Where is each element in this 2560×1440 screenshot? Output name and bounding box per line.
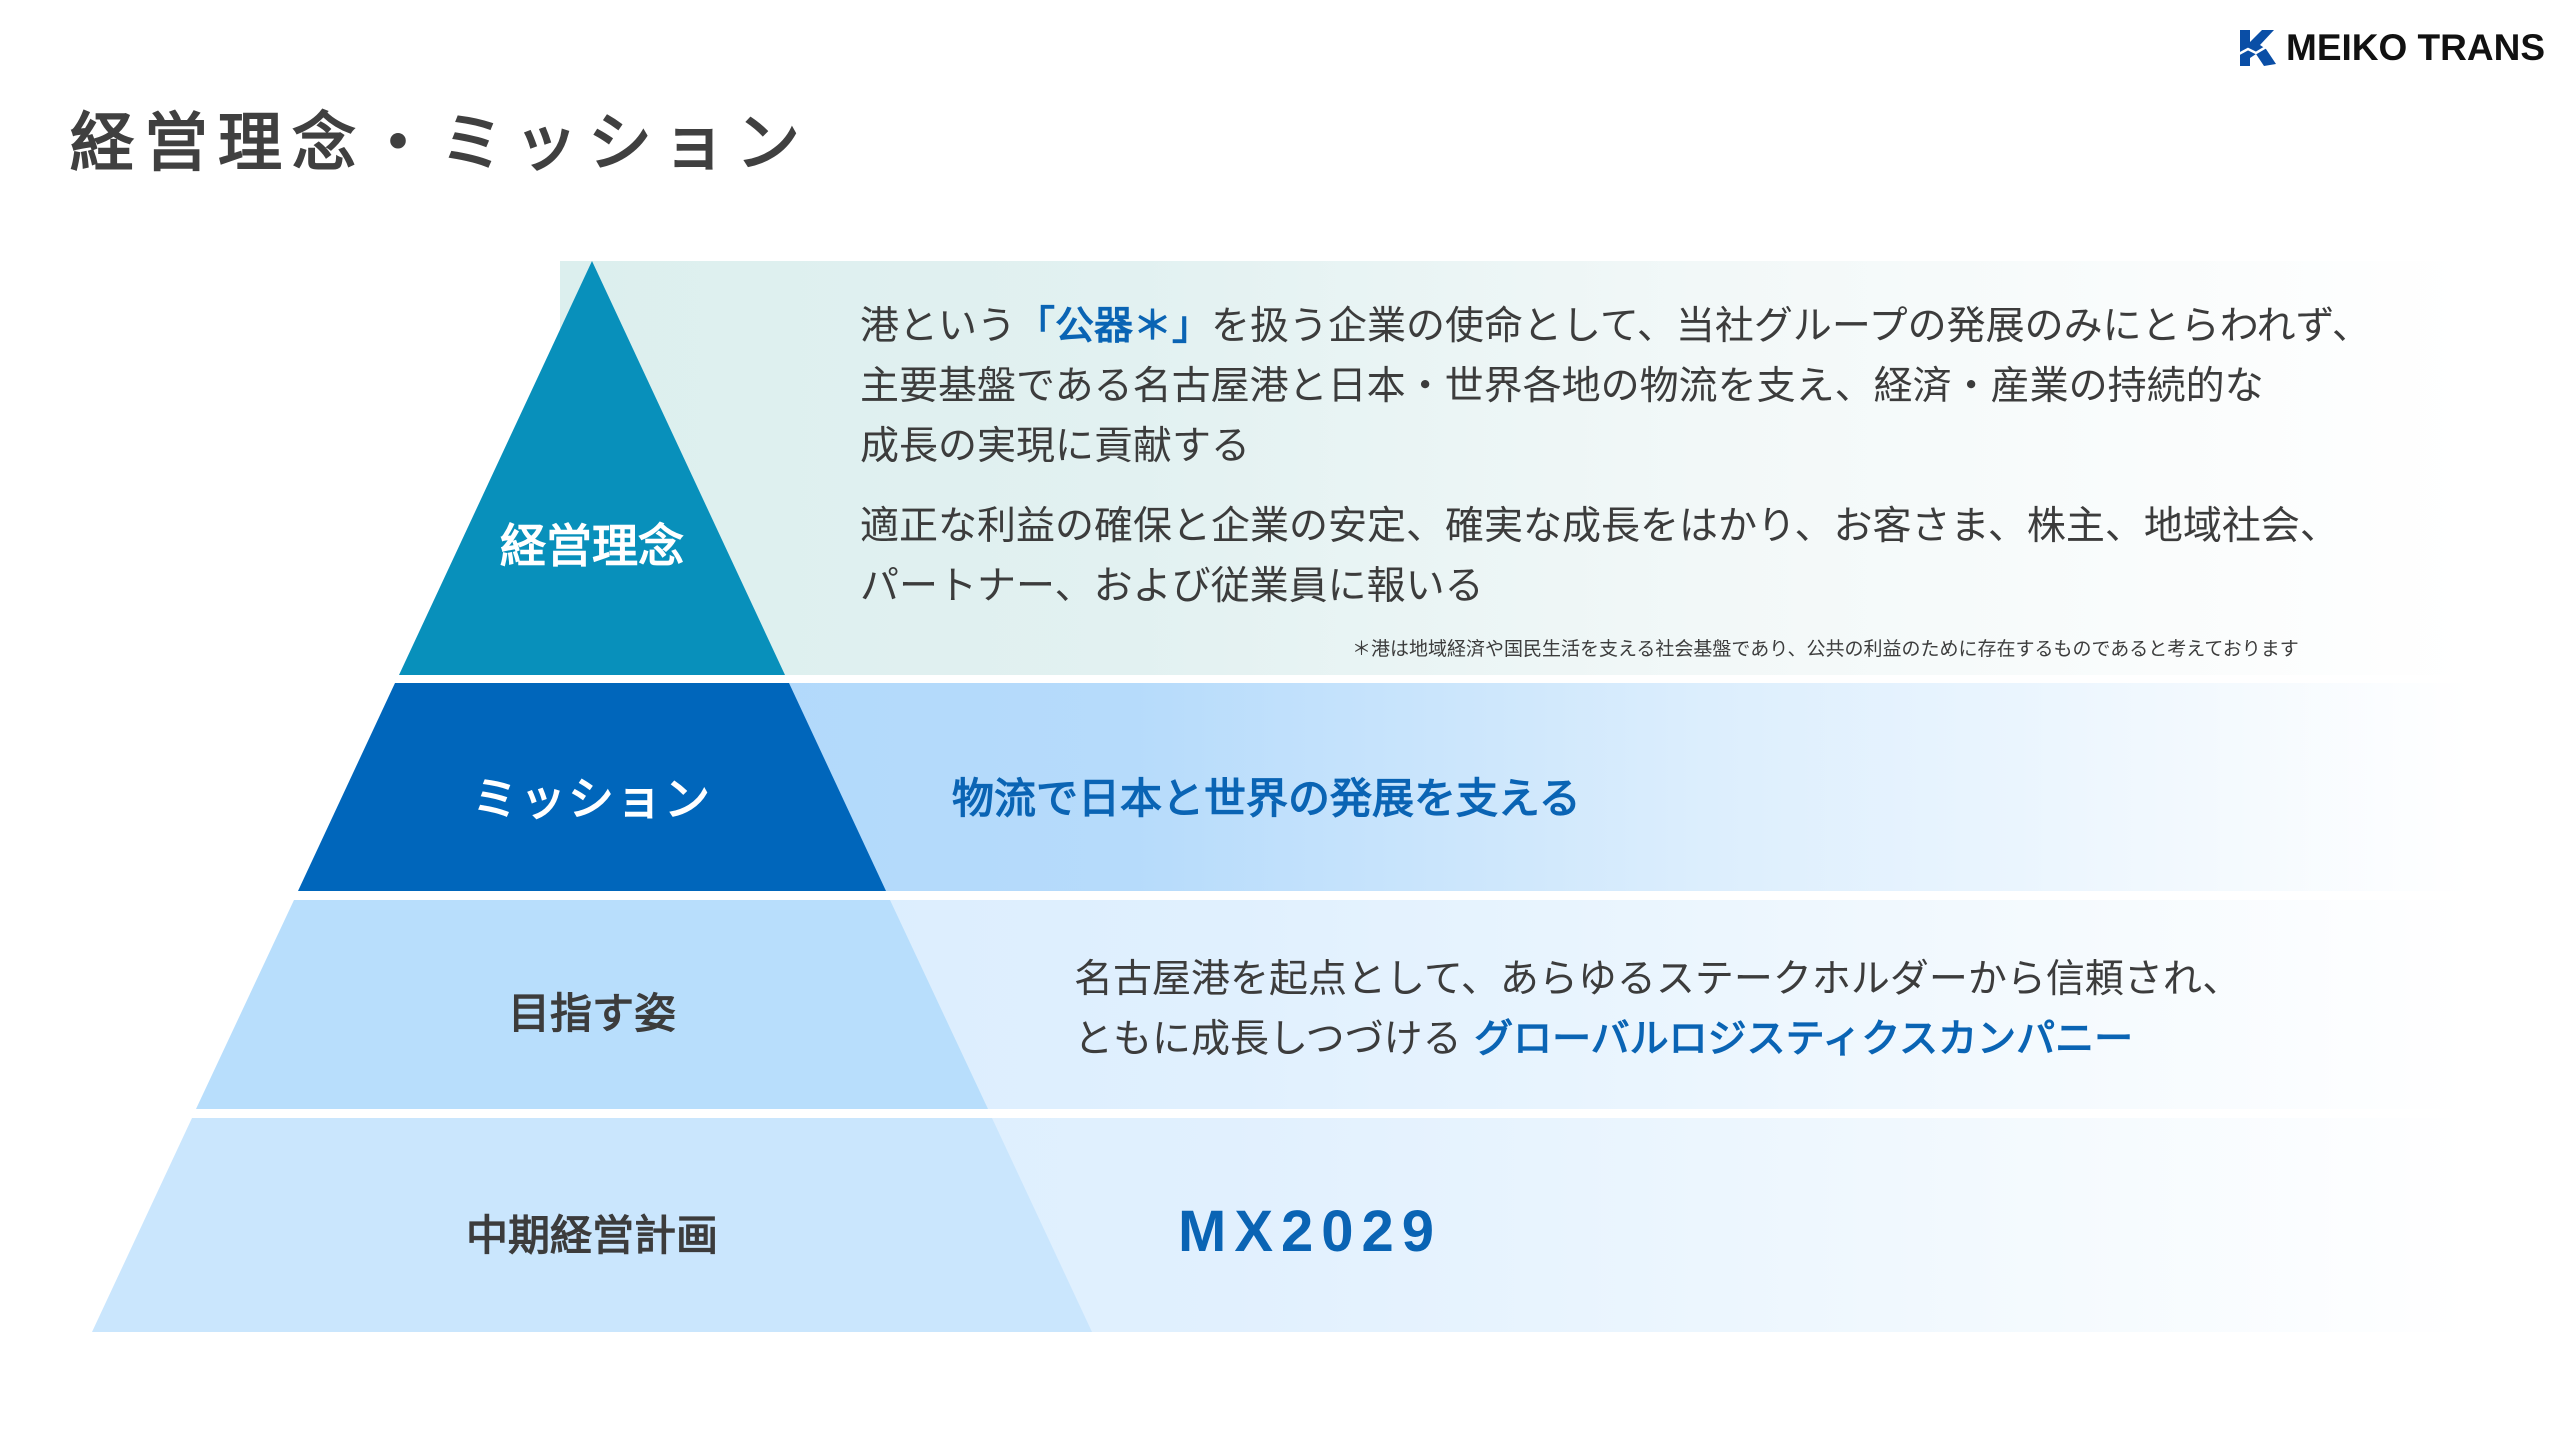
meiko-k-mark-icon <box>2236 30 2276 66</box>
pyramid-tier-plan <box>92 1118 1092 1332</box>
logo-text: MEIKO TRANS <box>2286 27 2545 68</box>
pyramid-tier-philosophy <box>399 261 785 675</box>
kouki-term: 「公器＊」 <box>1016 304 1212 349</box>
vision-line: 名古屋港を起点として、あらゆるステークホルダーから信頼され、 <box>1074 957 2242 1002</box>
philosophy-line: 港という「公器＊」を扱う企業の使命として、当社グループの発展のみにとらわれず、 <box>860 304 2371 349</box>
tier-label-mission: ミッション <box>472 772 712 826</box>
mission-panel <box>560 683 2470 891</box>
philosophy-panel <box>560 261 2470 675</box>
footnote: ＊港は地域経済や国民生活を支える社会基盤であり、公共の利益のために存在するもので… <box>1352 638 2299 660</box>
philosophy-line: 適正な利益の確保と企業の安定、確実な成長をはかり、お客さま、株主、地域社会、 <box>860 504 2339 549</box>
vision-accent: グローバルロジスティクスカンパニー <box>1474 1017 2134 1062</box>
tier-label-plan: 中期経営計画 <box>465 1211 718 1260</box>
vision-line: ともに成長しつづける グローバルロジスティクスカンパニー <box>1074 1017 2134 1062</box>
pyramid-tier-vision <box>196 900 988 1109</box>
pyramid-tier-mission <box>298 683 886 891</box>
philosophy-paragraph-1: 港という「公器＊」を扱う企業の使命として、当社グループの発展のみにとらわれず、 … <box>860 297 2371 477</box>
philosophy-line: パートナー、および従業員に報いる <box>860 564 1484 609</box>
vision-statement: 名古屋港を起点として、あらゆるステークホルダーから信頼され、 ともに成長しつづけ… <box>1074 950 2241 1070</box>
tier-label-vision: 目指す姿 <box>507 989 676 1038</box>
philosophy-paragraph-2: 適正な利益の確保と企業の安定、確実な成長をはかり、お客さま、株主、地域社会、 パ… <box>860 497 2339 617</box>
page-title: 経営理念・ミッション <box>70 107 810 181</box>
mission-statement: 物流で日本と世界の発展を支える <box>952 774 1581 823</box>
plan-name: MX2029 <box>1178 1199 1443 1264</box>
philosophy-line: 主要基盤である名古屋港と日本・世界各地の物流を支え、経済・産業の持続的な <box>860 364 2264 409</box>
tier-label-philosophy: 経営理念 <box>500 519 684 573</box>
company-logo: MEIKO TRANS <box>2236 24 2545 72</box>
philosophy-line: 成長の実現に貢献する <box>860 424 1251 469</box>
